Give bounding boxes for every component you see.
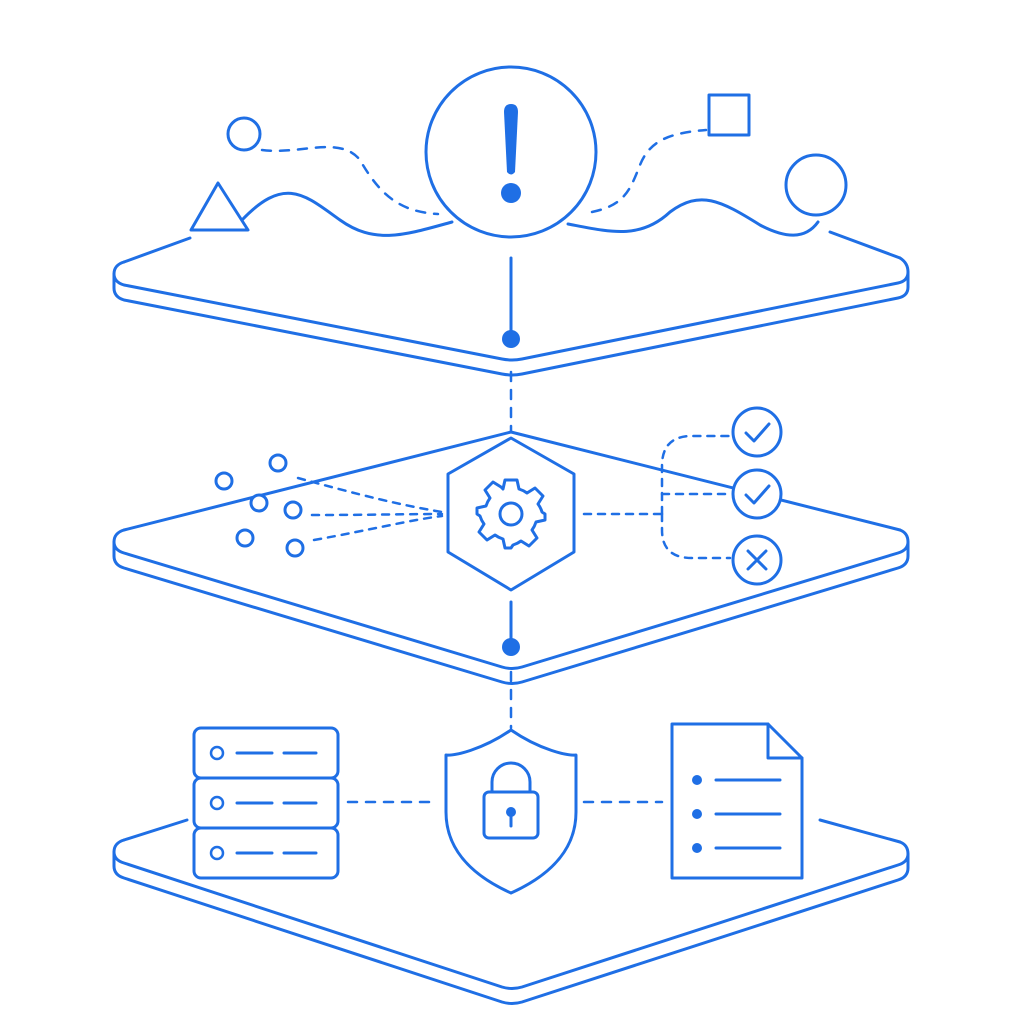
circle-icon (784, 153, 848, 217)
gear-hexagon-icon (446, 436, 576, 592)
triangle-icon (189, 181, 250, 232)
middle-layer (112, 406, 910, 685)
circle-icon (226, 116, 262, 152)
square-icon (707, 93, 751, 137)
exclamation-circle-icon (424, 65, 598, 239)
input-dots (214, 453, 305, 558)
check-icon (731, 468, 783, 520)
input-connectors (296, 476, 444, 542)
outcome-connectors (582, 434, 732, 560)
document-list-icon (670, 722, 804, 880)
alert-to-square-connector (590, 128, 708, 214)
connector-node (502, 638, 520, 656)
top-layer (112, 65, 910, 377)
vertical-connectors (502, 256, 520, 730)
x-icon (731, 534, 783, 586)
connector-node (502, 330, 520, 348)
wave-line (240, 191, 820, 237)
circle-to-alert-connector (260, 145, 440, 216)
check-icon (731, 406, 783, 458)
shield-lock-icon (444, 728, 578, 895)
bottom-layer (112, 722, 910, 1005)
server-stack-icon (192, 726, 340, 880)
bottom-layer-platform (112, 818, 910, 1005)
